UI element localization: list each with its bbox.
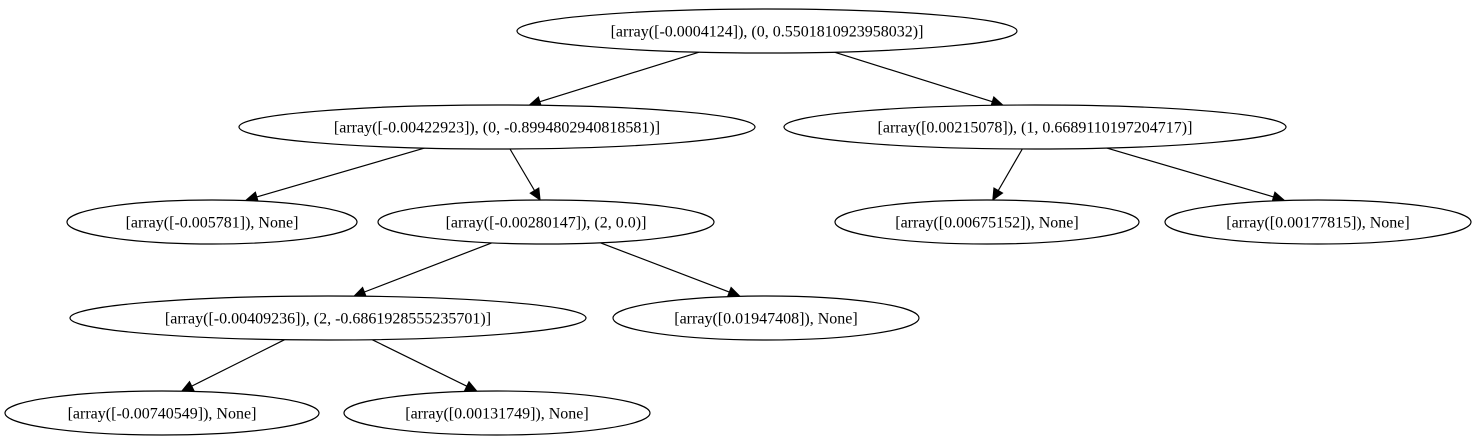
node-ellipse	[834, 199, 1140, 245]
node-ellipse	[1164, 199, 1472, 245]
edge-n0-n1	[528, 51, 700, 108]
tree-node-n4: [array([-0.00280147]), (2, 0.0)]	[377, 199, 715, 245]
edge-line	[256, 147, 425, 198]
node-layer: [array([-0.0004124]), (0, 0.550181092395…	[4, 8, 1472, 436]
node-ellipse	[69, 295, 587, 341]
edge-line	[539, 51, 700, 103]
edge-n2-n6	[1106, 147, 1286, 203]
node-label: [array([0.00131749]), None]	[405, 406, 588, 423]
node-label: [array([0.00675152]), None]	[895, 215, 1078, 232]
arrowhead-icon	[353, 286, 367, 298]
node-ellipse	[238, 104, 756, 150]
edge-n7-n10	[371, 339, 478, 392]
tree-node-n3: [array([-0.005781]), None]	[66, 199, 358, 245]
node-ellipse	[516, 8, 1018, 54]
edge-line	[371, 339, 468, 387]
node-ellipse	[612, 295, 920, 341]
edge-n4-n8	[600, 242, 741, 298]
edge-n0-n2	[834, 51, 1004, 108]
edge-line	[509, 148, 536, 191]
tree-node-n2: [array([0.00215078]), (1, 0.668911019720…	[783, 104, 1287, 150]
tree-node-n8: [array([0.01947408]), None]	[612, 295, 920, 341]
node-label: [array([0.01947408]), None]	[674, 311, 857, 328]
edge-line	[997, 148, 1023, 191]
node-ellipse	[66, 199, 358, 245]
edge-n1-n4	[509, 148, 541, 202]
edge-line	[834, 51, 993, 103]
edge-layer	[180, 51, 1286, 392]
node-label: [array([-0.005781]), None]	[126, 215, 299, 232]
edge-n2-n5	[992, 148, 1023, 202]
node-ellipse	[377, 199, 715, 245]
edge-line	[1106, 147, 1274, 198]
tree-node-n0: [array([-0.0004124]), (0, 0.550181092395…	[516, 8, 1018, 54]
arrowhead-icon	[992, 187, 1004, 202]
tree-node-n9: [array([-0.00740549]), None]	[4, 390, 320, 436]
node-label: [array([-0.00280147]), (2, 0.0)]	[446, 215, 647, 232]
tree-node-n6: [array([0.00177815]), None]	[1164, 199, 1472, 245]
edge-line	[600, 242, 730, 293]
node-label: [array([-0.00409236]), (2, -0.6861928555…	[165, 311, 491, 328]
arrowhead-icon	[463, 380, 478, 392]
arrowhead-icon	[726, 286, 741, 298]
node-label: [array([-0.0004124]), (0, 0.550181092395…	[611, 24, 924, 41]
node-ellipse	[343, 390, 651, 436]
node-label: [array([-0.00422923]), (0, -0.8994802940…	[334, 120, 660, 137]
arrowhead-icon	[529, 187, 541, 202]
node-label: [array([0.00215078]), (1, 0.668911019720…	[878, 120, 1193, 137]
edge-line	[364, 242, 493, 293]
edge-n1-n3	[245, 147, 425, 203]
edge-n4-n7	[353, 242, 493, 298]
node-ellipse	[4, 390, 320, 436]
node-label: [array([0.00177815]), None]	[1226, 215, 1409, 232]
node-label: [array([-0.00740549]), None]	[68, 406, 257, 423]
tree-node-n1: [array([-0.00422923]), (0, -0.8994802940…	[238, 104, 756, 150]
edge-line	[191, 339, 285, 387]
tree-node-n7: [array([-0.00409236]), (2, -0.6861928555…	[69, 295, 587, 341]
edge-n7-n9	[180, 339, 285, 392]
node-ellipse	[783, 104, 1287, 150]
arrowhead-icon	[180, 380, 195, 392]
tree-node-n5: [array([0.00675152]), None]	[834, 199, 1140, 245]
tree-node-n10: [array([0.00131749]), None]	[343, 390, 651, 436]
